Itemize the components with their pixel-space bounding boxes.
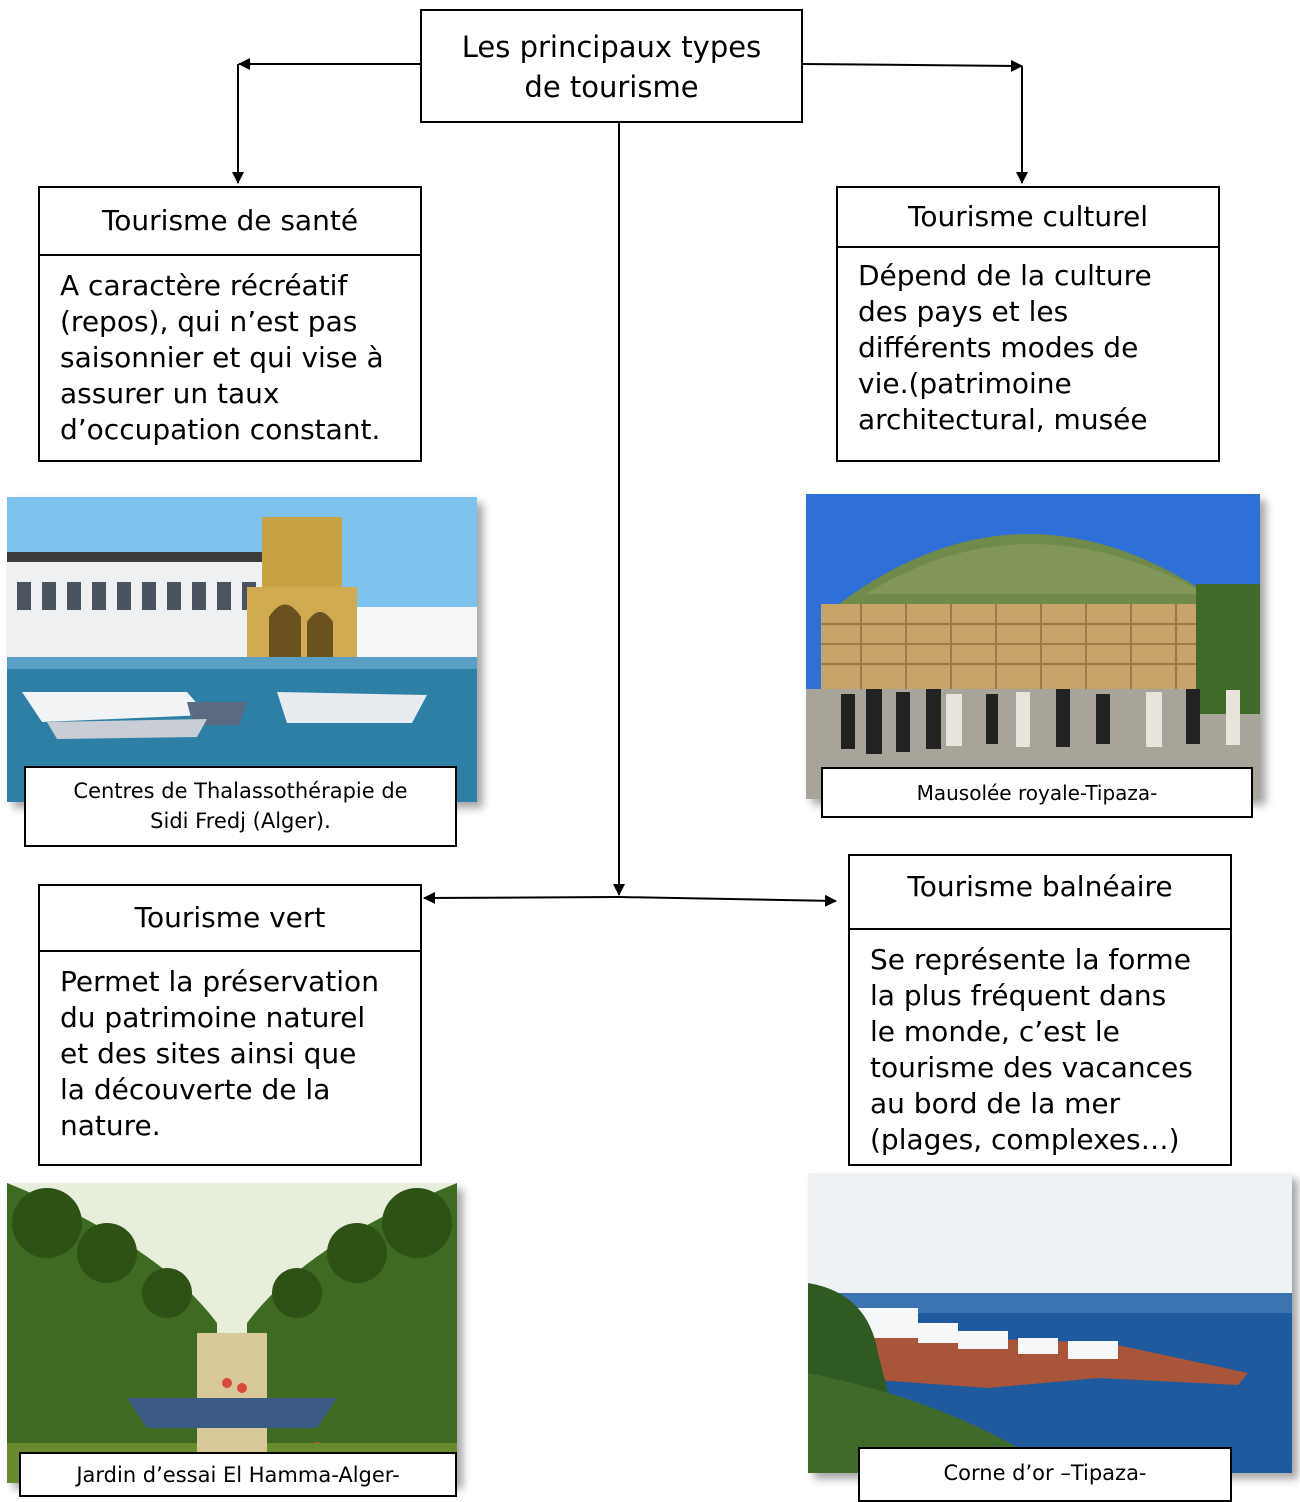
jardin-photo <box>7 1183 457 1483</box>
vert-desc-line: nature. <box>60 1109 161 1142</box>
vert-title: Tourisme vert <box>134 901 326 934</box>
culturel-title-box: Tourisme culturel <box>836 186 1220 248</box>
culturel-desc-line: différents modes de <box>858 331 1139 364</box>
sante-desc-line: assurer un taux <box>60 377 280 410</box>
balneaire-desc-box: Se représente la forme la plus fréquent … <box>848 930 1232 1166</box>
jardin-caption-line: Jardin d’essai El Hamma-Alger- <box>76 1463 400 1487</box>
balneaire-desc-line: la plus fréquent dans <box>870 979 1167 1012</box>
vert-desc-line: et des sites ainsi que <box>60 1037 357 1070</box>
balneaire-desc-line: (plages, complexes…) <box>870 1123 1180 1156</box>
root-title-line2: de tourisme <box>524 70 699 104</box>
culturel-desc-line: vie.(patrimoine <box>858 367 1072 400</box>
sante-desc-line: saisonnier et qui vise à <box>60 341 384 374</box>
mausolee-caption: Mausolée royale-Tipaza- <box>821 767 1253 818</box>
culturel-desc-line: Dépend de la culture <box>858 259 1152 292</box>
vert-title-box: Tourisme vert <box>38 884 422 952</box>
sante-desc-line: (repos), qui n’est pas <box>60 305 358 338</box>
vert-desc-line: la découverte de la <box>60 1073 331 1106</box>
connector-to-vert <box>423 891 620 904</box>
balneaire-title: Tourisme balnéaire <box>907 870 1173 903</box>
vert-desc-box: Permet la préservation du patrimoine nat… <box>38 952 422 1166</box>
balneaire-desc-line: Se représente la forme <box>870 943 1191 976</box>
corne-dor-caption: Corne d’or –Tipaza- <box>858 1447 1232 1502</box>
sante-desc-line: A caractère récréatif <box>60 269 348 302</box>
root-node: Les principaux types de tourisme <box>420 9 803 123</box>
balneaire-title-box: Tourisme balnéaire <box>848 854 1232 930</box>
connector-root-right <box>802 59 1023 72</box>
vert-desc-line: du patrimoine naturel <box>60 1001 366 1034</box>
sante-desc-line: d’occupation constant. <box>60 413 381 446</box>
balneaire-desc-line: au bord de la mer <box>870 1087 1121 1120</box>
thalasso-caption-line: Sidi Fredj (Alger). <box>150 809 331 833</box>
corne-dor-photo <box>808 1173 1292 1473</box>
thalasso-photo <box>7 497 477 802</box>
culturel-desc-box: Dépend de la culture des pays et les dif… <box>836 248 1220 462</box>
balneaire-desc-line: le monde, c’est le <box>870 1015 1120 1048</box>
jardin-caption: Jardin d’essai El Hamma-Alger- <box>19 1452 457 1497</box>
mausolee-photo <box>806 494 1260 799</box>
mausolee-caption-line: Mausolée royale-Tipaza- <box>916 781 1158 805</box>
culturel-desc-line: des pays et les <box>858 295 1069 328</box>
sante-title: Tourisme de santé <box>101 204 359 237</box>
corne-dor-caption-line: Corne d’or –Tipaza- <box>943 1461 1147 1485</box>
culturel-title: Tourisme culturel <box>907 200 1149 233</box>
sante-desc-box: A caractère récréatif (repos), qui n’est… <box>38 256 422 462</box>
sante-title-box: Tourisme de santé <box>38 186 422 256</box>
thalasso-caption-line: Centres de Thalassothérapie de <box>73 779 408 803</box>
thalasso-caption: Centres de Thalassothérapie de Sidi Fred… <box>24 766 457 847</box>
vert-desc-line: Permet la préservation <box>60 965 379 998</box>
culturel-desc-line: architectural, musée <box>858 403 1148 436</box>
root-title-line1: Les principaux types <box>461 30 762 64</box>
balneaire-desc-line: tourisme des vacances <box>870 1051 1193 1084</box>
connector-to-balneaire <box>618 894 837 907</box>
